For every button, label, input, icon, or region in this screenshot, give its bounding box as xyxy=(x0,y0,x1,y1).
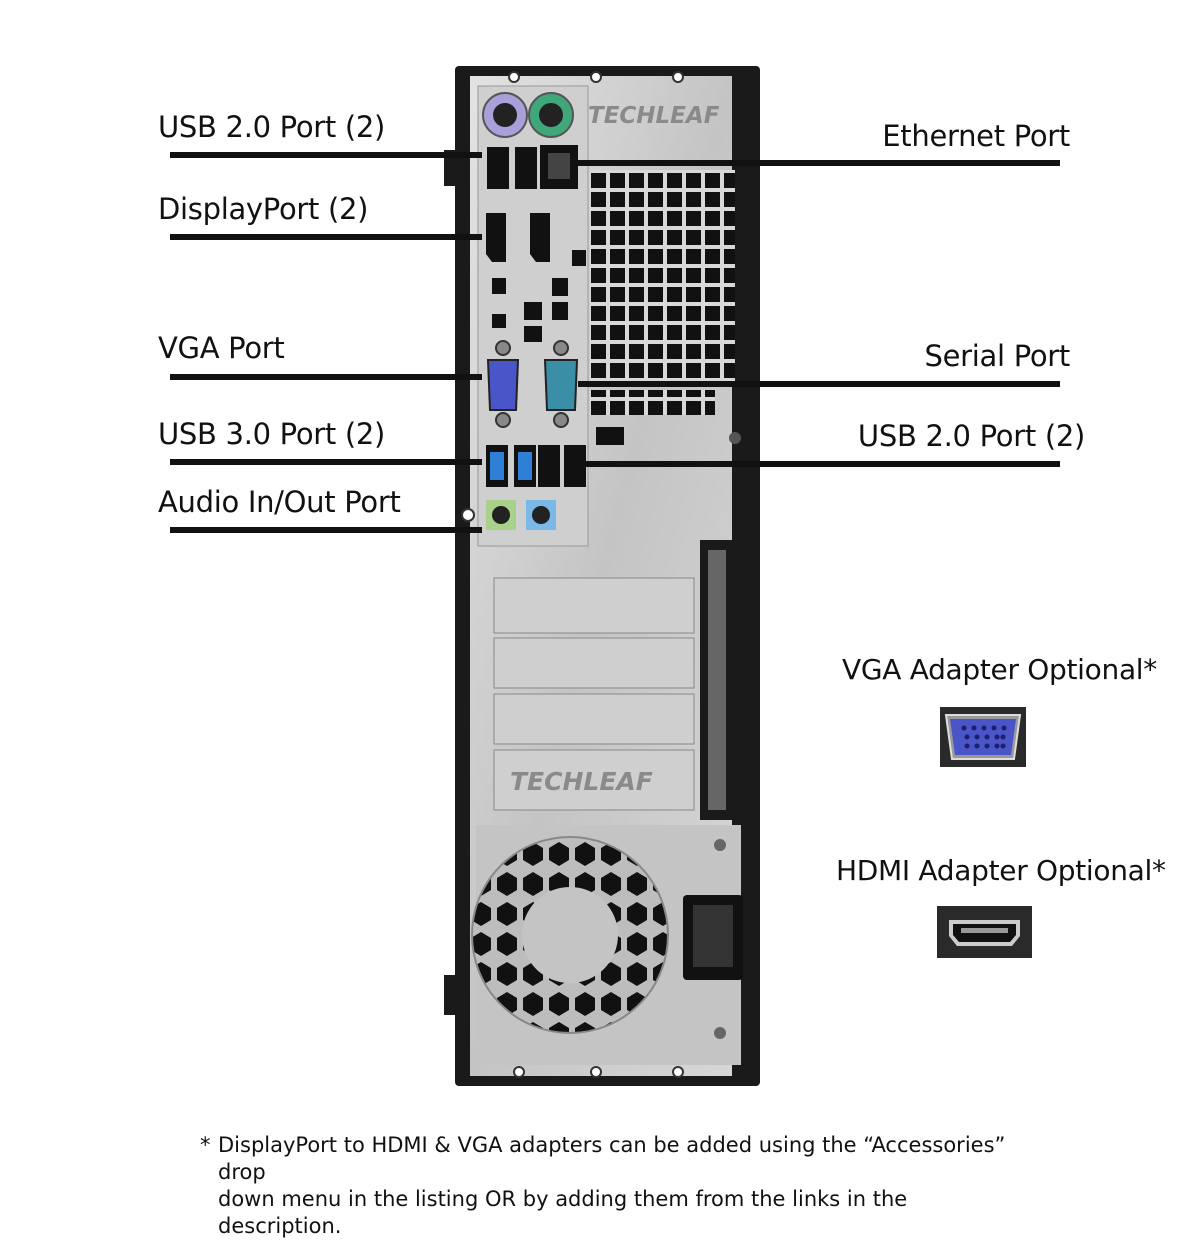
leader-usb3 xyxy=(170,459,482,465)
leader-displayport xyxy=(170,234,482,240)
leader-audio xyxy=(170,527,482,533)
leader-ethernet xyxy=(578,160,1060,166)
ps2-mouse-icon xyxy=(528,92,574,138)
hdmi-adapter-title: HDMI Adapter Optional* xyxy=(836,854,1166,887)
leader-usb2-left xyxy=(170,152,482,158)
leader-serial xyxy=(578,381,1060,387)
footnote-line-1: DisplayPort to HDMI & VGA adapters can b… xyxy=(218,1133,1006,1184)
label-serial: Serial Port xyxy=(924,339,1071,373)
label-usb2-right: USB 2.0 Port (2) xyxy=(857,419,1085,453)
leader-usb2-right xyxy=(583,461,1060,467)
label-ethernet: Ethernet Port xyxy=(882,119,1070,153)
vga-adapter-title: VGA Adapter Optional* xyxy=(842,653,1157,686)
brand-logo-top: TECHLEAF xyxy=(588,103,720,129)
label-audio: Audio In/Out Port xyxy=(158,485,401,519)
computer-rear-panel: TECHLEAF TEC xyxy=(444,66,760,1086)
leader-vga xyxy=(170,374,482,380)
hdmi-connector-icon xyxy=(937,906,1032,958)
label-vga: VGA Port xyxy=(158,331,285,365)
footnote-line-2: down menu in the listing OR by adding th… xyxy=(218,1187,908,1238)
label-usb3: USB 3.0 Port (2) xyxy=(158,417,386,451)
ps2-keyboard-icon xyxy=(482,92,528,138)
brand-logo-slot: TECHLEAF xyxy=(510,767,653,796)
label-displayport: DisplayPort (2) xyxy=(158,192,369,226)
label-usb2-left: USB 2.0 Port (2) xyxy=(158,110,386,144)
footnote-star: * xyxy=(200,1133,211,1157)
serial-port-drawing xyxy=(543,340,579,428)
vga-connector-icon xyxy=(940,707,1026,767)
vga-port-drawing xyxy=(486,340,520,428)
